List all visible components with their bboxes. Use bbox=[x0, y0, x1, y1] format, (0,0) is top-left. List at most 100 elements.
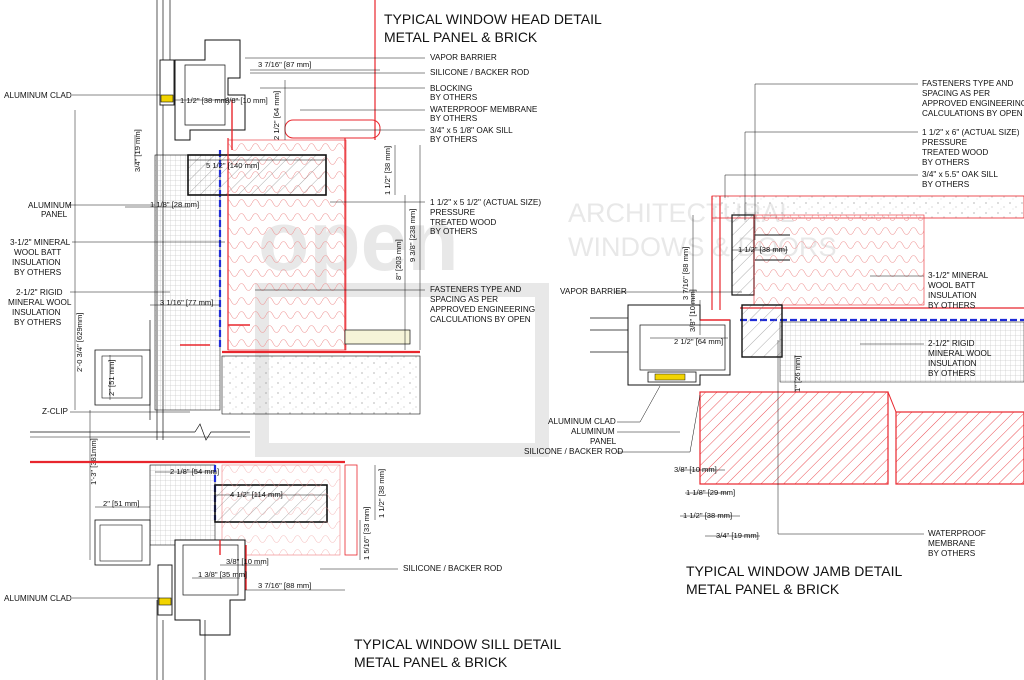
dim-jamb-1-1-2-b: 1 1/2" [38 mm] bbox=[683, 511, 732, 520]
dim-sill-2: 2" [51 mm] bbox=[103, 499, 139, 508]
sill-title-line-2: METAL PANEL & BRICK bbox=[354, 654, 508, 670]
label-jamb-fasteners-3: APPROVED ENGINEERING bbox=[922, 99, 1024, 108]
label-rigid-3: INSULATION bbox=[12, 308, 61, 317]
label-jamb-aluminum-panel-2: PANEL bbox=[590, 437, 617, 446]
label-batt-3: INSULATION bbox=[12, 258, 61, 267]
dim-jamb-3-4: 3/4" [19 mm] bbox=[716, 531, 759, 540]
label-pt-wood-4: BY OTHERS bbox=[430, 227, 478, 236]
label-membrane-2: BY OTHERS bbox=[430, 114, 478, 123]
dim-head-8: 8" [203 mm] bbox=[394, 239, 403, 280]
label-jamb-pt-wood-1: 1 1/2" x 6" (ACTUAL SIZE) bbox=[922, 128, 1020, 137]
head-leaders bbox=[68, 57, 425, 413]
head-detail-title: TYPICAL WINDOW HEAD DETAIL METAL PANEL &… bbox=[384, 10, 602, 46]
label-fasteners-2: SPACING AS PER bbox=[430, 295, 498, 304]
label-jamb-batt-4: BY OTHERS bbox=[928, 301, 976, 310]
dim-jamb-3-8-b: 3/8" [10 mm] bbox=[674, 465, 717, 474]
label-jamb-batt-1: 3-1/2" MINERAL bbox=[928, 271, 989, 280]
dim-jamb-1: 1" [26 mm] bbox=[793, 356, 802, 392]
label-jamb-batt-3: INSULATION bbox=[928, 291, 977, 300]
sill-detail-title: TYPICAL WINDOW SILL DETAIL METAL PANEL &… bbox=[354, 635, 561, 671]
label-fasteners-3: APPROVED ENGINEERING bbox=[430, 305, 535, 314]
jamb-title-line-1: TYPICAL WINDOW JAMB DETAIL bbox=[686, 563, 903, 579]
dim-head-3-1-16: 3 1/16" [77 mm] bbox=[160, 298, 213, 307]
label-jamb-rigid-3: INSULATION bbox=[928, 359, 977, 368]
label-jamb-oak-sill-2: BY OTHERS bbox=[922, 180, 970, 189]
head-title-line-1: TYPICAL WINDOW HEAD DETAIL bbox=[384, 11, 602, 27]
dim-sill-4-1-2: 4 1/2" [114 mm] bbox=[230, 490, 283, 499]
dim-head-1-1-2: 1 1/2" [38 mm] bbox=[180, 96, 229, 105]
dim-head-9-3-8: 9 3/8" [238 mm] bbox=[408, 209, 417, 262]
head-detail-labels: ALUMINUM CLAD ALUMINUM PANEL 3-1/2" MINE… bbox=[4, 53, 541, 416]
label-jamb-pt-wood-2: PRESSURE bbox=[922, 138, 968, 147]
label-sill-silicone: SILICONE / BACKER ROD bbox=[403, 564, 502, 573]
label-vapor-barrier: VAPOR BARRIER bbox=[430, 53, 497, 62]
label-blocking-2: BY OTHERS bbox=[430, 93, 478, 102]
label-membrane-1: WATERPROOF MEMBRANE bbox=[430, 105, 538, 114]
label-jamb-fasteners-1: FASTENERS TYPE AND bbox=[922, 79, 1013, 88]
sill-title-line-1: TYPICAL WINDOW SILL DETAIL bbox=[354, 636, 562, 652]
dim-sill-3-8: 3/8" [10 mm] bbox=[226, 557, 269, 566]
label-aluminum-panel-1: ALUMINUM bbox=[28, 201, 72, 210]
label-blocking-1: BLOCKING bbox=[430, 84, 472, 93]
dim-jamb-3-8: 3/8" [10 mm] bbox=[688, 289, 697, 332]
label-pt-wood-3: TREATED WOOD bbox=[430, 218, 496, 227]
dim-head-1-1-2-right: 1 1/2" [38 mm] bbox=[383, 146, 392, 195]
label-pt-wood-2: PRESSURE bbox=[430, 208, 476, 217]
label-rigid-1: 2-1/2" RIGID bbox=[16, 288, 63, 297]
dim-head-3-7-16: 3 7/16" [87 mm] bbox=[258, 60, 311, 69]
label-jamb-aluminum-panel-1: ALUMINUM bbox=[571, 427, 615, 436]
dim-head-5-1-2: 5 1/2" [140 mm] bbox=[206, 161, 259, 170]
label-jamb-membrane-1: WATERPROOF bbox=[928, 529, 986, 538]
label-fasteners-4: CALCULATIONS BY OPEN bbox=[430, 315, 531, 324]
label-jamb-rigid-4: BY OTHERS bbox=[928, 369, 976, 378]
sill-detail bbox=[30, 460, 376, 680]
head-title-line-2: METAL PANEL & BRICK bbox=[384, 29, 538, 45]
label-jamb-silicone: SILICONE / BACKER ROD bbox=[524, 447, 623, 456]
label-jamb-batt-2: WOOL BATT bbox=[928, 281, 975, 290]
dim-sill-1-5-16: 1 5/16" [33 mm] bbox=[362, 507, 371, 560]
label-pt-wood-1: 1 1/2" x 5 1/2" (ACTUAL SIZE) bbox=[430, 198, 541, 207]
jamb-title-line-2: METAL PANEL & BRICK bbox=[686, 581, 840, 597]
label-jamb-aluminum-clad: ALUMINUM CLAD bbox=[548, 417, 616, 426]
label-silicone: SILICONE / BACKER ROD bbox=[430, 68, 529, 77]
dim-sill-1-3-8: 1 3/8" [35 mm] bbox=[198, 570, 247, 579]
label-aluminum-panel-2: PANEL bbox=[41, 210, 68, 219]
label-oak-sill-1: 3/4" x 5 1/8" OAK SILL bbox=[430, 126, 513, 135]
label-sill-aluminum-clad: ALUMINUM CLAD bbox=[4, 594, 72, 603]
label-batt-2: WOOL BATT bbox=[14, 248, 61, 257]
dim-head-3-8: 3/8" [10 mm] bbox=[225, 96, 268, 105]
jamb-leaders bbox=[614, 83, 924, 535]
label-fasteners-1: FASTENERS TYPE AND bbox=[430, 285, 521, 294]
jamb-detail-labels: FASTENERS TYPE AND SPACING AS PER APPROV… bbox=[524, 79, 1024, 558]
dim-head-2-0-3-4: 2'-0 3/4" [629mm] bbox=[75, 313, 84, 372]
head-detail bbox=[30, 0, 421, 560]
jamb-detail-title: TYPICAL WINDOW JAMB DETAIL METAL PANEL &… bbox=[686, 562, 902, 598]
dim-head-1-1-8: 1 1/8" [28 mm] bbox=[150, 200, 199, 209]
label-jamb-pt-wood-4: BY OTHERS bbox=[922, 158, 970, 167]
label-jamb-fasteners-4: CALCULATIONS BY OPEN bbox=[922, 109, 1023, 118]
dim-head-2-1-2: 2 1/2" [64 mm] bbox=[272, 91, 281, 140]
sill-dimensions: 2 1/8" [54 mm] 4 1/2" [114 mm] 1 1/2" [3… bbox=[103, 467, 386, 590]
jamb-dimensions: 1 1/2" [38 mm] 3 7/16" [88 mm] 3/8" [10 … bbox=[674, 245, 802, 540]
dim-jamb-1-1-8: 1 1/8" [29 mm] bbox=[686, 488, 735, 497]
dim-jamb-1-1-2: 1 1/2" [38 mm] bbox=[738, 245, 787, 254]
label-batt-4: BY OTHERS bbox=[14, 268, 62, 277]
label-aluminum-clad: ALUMINUM CLAD bbox=[4, 91, 72, 100]
label-jamb-membrane-3: BY OTHERS bbox=[928, 549, 976, 558]
label-jamb-pt-wood-3: TREATED WOOD bbox=[922, 148, 988, 157]
sill-detail-labels: ALUMINUM CLAD SILICONE / BACKER ROD bbox=[4, 564, 502, 603]
label-jamb-membrane-2: MEMBRANE bbox=[928, 539, 976, 548]
label-oak-sill-2: BY OTHERS bbox=[430, 135, 478, 144]
jamb-detail bbox=[590, 195, 1024, 537]
label-rigid-2: MINERAL WOOL bbox=[8, 298, 72, 307]
dim-jamb-3-7-16: 3 7/16" [88 mm] bbox=[681, 247, 690, 300]
dim-head-3-4: 3/4" [19 mm] bbox=[133, 129, 142, 172]
label-batt-1: 3-1/2" MINERAL bbox=[10, 238, 71, 247]
label-rigid-4: BY OTHERS bbox=[14, 318, 62, 327]
label-jamb-rigid-2: MINERAL WOOL bbox=[928, 349, 992, 358]
dim-sill-3-7-16: 3 7/16" [88 mm] bbox=[258, 581, 311, 590]
label-jamb-vapor-barrier: VAPOR BARRIER bbox=[560, 287, 627, 296]
label-z-clip: Z-CLIP bbox=[42, 407, 68, 416]
dim-head-2: 2" [51 mm] bbox=[107, 360, 116, 396]
